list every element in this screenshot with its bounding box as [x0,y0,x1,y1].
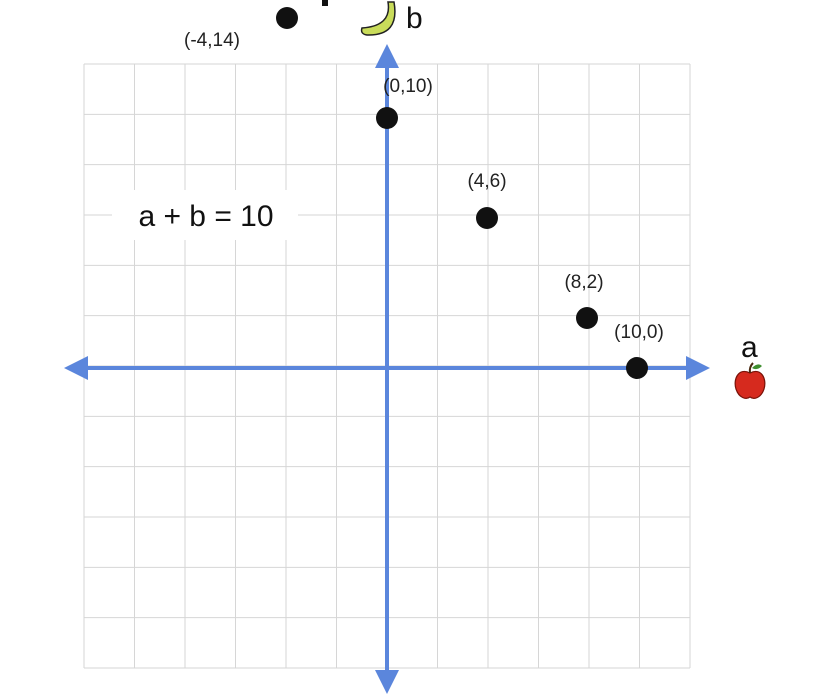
data-point-label: (-4,14) [184,30,240,51]
data-point [376,107,398,129]
data-point [626,357,648,379]
data-point-label: (0,10) [383,76,433,97]
data-points [276,7,648,379]
data-point-label: (8,2) [564,272,603,293]
data-point-label: (10,0) [614,322,664,343]
x-axis-arrow-left [64,356,88,380]
data-point-label: (4,6) [467,171,506,192]
equation-text: a + b = 10 [138,200,273,233]
data-point [576,307,598,329]
banana-icon [322,0,396,36]
data-point [276,7,298,29]
x-axis-arrow-right [686,356,710,380]
y-axis-arrow-up [375,44,399,68]
data-point-labels: (-4,14) (0,10) (4,6) (8,2) (10,0) [184,30,664,343]
y-axis-label: b [406,2,423,35]
equation-annotation: a + b = 10 [112,190,298,240]
y-axis-arrow-down [375,670,399,694]
axes [64,44,710,694]
apple-icon [734,362,766,399]
x-axis-label: a [741,331,758,364]
data-point [476,207,498,229]
equation-background [112,190,298,240]
